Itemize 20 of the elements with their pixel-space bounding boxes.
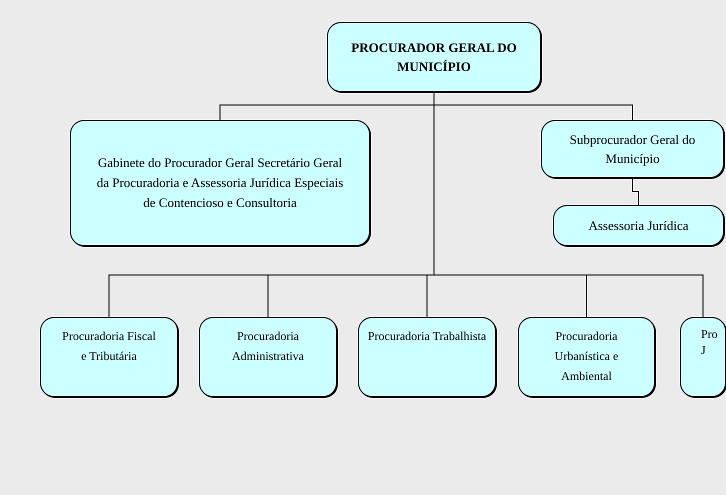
box-label: Procuradoria Trabalhista [368,328,486,345]
org-box [541,120,724,178]
box-label: Procuradoria Urbanística e Ambiental [554,328,620,385]
org-box [40,317,178,397]
box-label: Pro [701,326,718,342]
box-label: Subprocurador Geral do Município [568,130,696,168]
org-box [680,317,726,397]
org-box [327,22,541,92]
org-box [358,317,496,397]
box-label: Procuradoria Administrativa [231,328,305,365]
connector-line [632,178,639,206]
org-box [553,205,724,246]
box-label: Procuradoria Fiscal e Tributária [61,328,157,365]
box-label: PROCURADOR GERAL DO MUNICÍPIO [350,38,518,76]
box-label: Gabinete do Procurador Geral Secretário Geral da Procuradoria e Assessoria Jurídica Especiais de Contencioso e Consultoria [96,154,344,212]
box-label: J [701,342,706,358]
org-box [518,317,655,397]
box-label: Assessoria Jurídica [588,216,688,235]
org-box [70,120,370,246]
org-box [199,317,337,397]
